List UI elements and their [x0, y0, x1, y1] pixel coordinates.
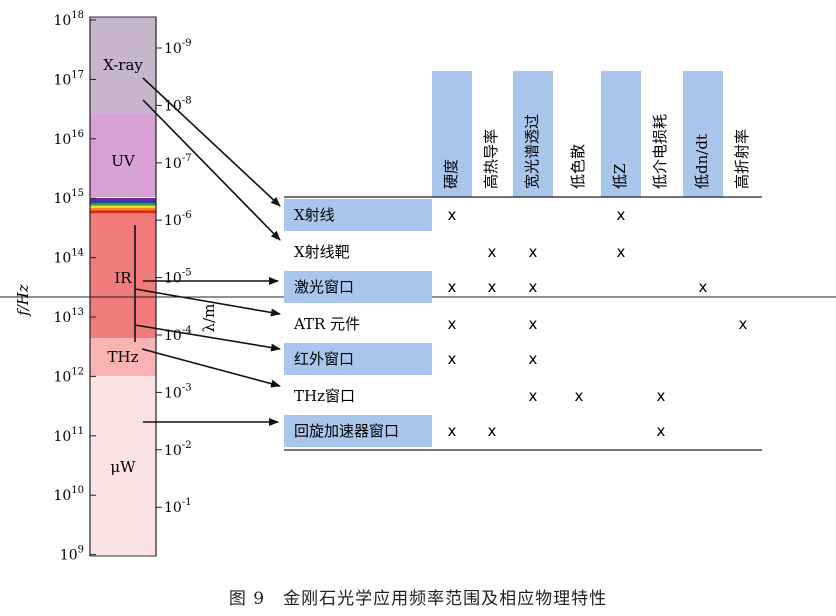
property-mark: x	[448, 206, 457, 224]
application-row-bg	[284, 415, 432, 447]
band-connectors	[134, 77, 281, 426]
visible-stripe	[90, 205, 156, 209]
property-column-label: 低dn/dt	[693, 134, 711, 189]
wavelength-axis-label: λ/m	[200, 304, 218, 333]
frequency-tick-label: 1016	[53, 129, 84, 148]
band-0	[90, 17, 156, 114]
frequency-axis-label: f/Hz	[14, 284, 32, 317]
figure-caption: 图 9 金刚石光学应用频率范围及相应物理特性	[228, 589, 608, 609]
arrow-ir-to-ir-window	[134, 324, 281, 352]
property-mark: x	[488, 278, 497, 296]
visible-stripe	[90, 203, 156, 206]
wavelength-tick-label: 10-5	[164, 268, 192, 287]
property-column-label: 低色散	[569, 144, 587, 189]
property-mark: x	[529, 387, 538, 405]
wavelength-tick-label: 10-3	[164, 382, 192, 401]
property-column-label: 高折射率	[733, 129, 751, 189]
band-1	[90, 114, 156, 197]
visible-stripe	[90, 210, 156, 214]
application-row-bg	[284, 343, 432, 375]
frequency-tick-label: 1015	[53, 188, 84, 207]
frequency-tick-label: 109	[60, 545, 84, 564]
property-column-header-bg	[601, 71, 641, 197]
property-mark: x	[529, 315, 538, 333]
arrow-thz-to-thz-window	[141, 348, 281, 388]
property-mark: x	[448, 315, 457, 333]
property-mark: x	[657, 387, 666, 405]
property-mark: x	[448, 278, 457, 296]
application-row-bg	[284, 271, 432, 303]
wavelength-tick-label: 10-9	[164, 38, 192, 57]
visible-light-stripes	[90, 198, 156, 214]
property-mark: x	[617, 243, 626, 261]
frequency-tick-label: 1017	[53, 69, 84, 88]
frequency-tick-label: 1018	[53, 10, 84, 29]
application-label: ATR 元件	[293, 315, 360, 333]
property-column-header-bg	[683, 71, 723, 197]
visible-stripe	[90, 198, 156, 201]
arrow-xray-to-xray	[142, 77, 281, 207]
property-column-label: 宽光谱透过	[523, 114, 541, 189]
property-mark: x	[617, 206, 626, 224]
property-mark: x	[529, 278, 538, 296]
property-mark: x	[488, 422, 497, 440]
frequency-tick-label: 1013	[53, 307, 84, 326]
arrow-ir-to-atr-element	[134, 288, 281, 317]
wavelength-tick-label: 10-6	[164, 210, 192, 229]
frequency-tick-label: 1011	[53, 426, 84, 445]
frequency-tick-label: 1014	[53, 248, 84, 267]
visible-stripe	[90, 200, 156, 204]
property-mark: x	[529, 350, 538, 368]
property-columns: 硬度 高热导率 宽光谱透过 低色散 低Z 低介电损耗 低dn/dt 高折射率	[432, 71, 751, 197]
band-label: X-ray	[103, 56, 143, 74]
property-mark: x	[448, 350, 457, 368]
arrow-xray-to-xray-target	[142, 99, 281, 241]
property-column-header-bg	[513, 71, 553, 197]
property-column-header-bg	[432, 71, 472, 197]
property-mark: x	[739, 315, 748, 333]
property-mark: x	[488, 243, 497, 261]
wavelength-tick-label: 10-7	[164, 153, 192, 172]
visible-stripe	[90, 208, 156, 211]
property-mark: x	[657, 422, 666, 440]
application-label: X射线	[294, 206, 335, 224]
property-mark: x	[529, 243, 538, 261]
band-4	[90, 376, 156, 556]
band-2	[90, 213, 156, 338]
band-label: μW	[110, 458, 136, 476]
application-label: 回旋加速器窗口	[294, 422, 399, 440]
band-label: UV	[111, 152, 136, 170]
property-column-label: 高热导率	[482, 129, 500, 189]
application-label: X射线靶	[294, 243, 350, 261]
property-column-label: 低Z	[611, 164, 629, 189]
application-row-bg	[284, 199, 432, 231]
application-label: 红外窗口	[294, 350, 354, 368]
property-mark: x	[575, 387, 584, 405]
property-mark: x	[699, 278, 708, 296]
band-3	[90, 338, 156, 376]
wavelength-tick-label: 10-4	[164, 325, 192, 344]
application-label: THz窗口	[294, 387, 355, 405]
property-column-label: 硬度	[442, 159, 460, 189]
property-column-label: 低介电损耗	[651, 114, 669, 189]
frequency-ticks: 1018 1017 1016 1015 1014 1013 1012 1011 1010 109	[53, 10, 96, 564]
application-label: 激光窗口	[294, 278, 354, 296]
property-mark: x	[448, 422, 457, 440]
frequency-tick-label: 1010	[53, 485, 84, 504]
band-label: THz	[108, 348, 139, 366]
wavelength-tick-label: 10-2	[164, 440, 192, 459]
band-label: IR	[114, 269, 132, 287]
wavelength-ticks: 10-910-810-710-610-510-410-310-210-1	[156, 38, 192, 516]
frequency-tick-label: 1012	[53, 366, 84, 385]
wavelength-tick-label: 10-1	[164, 497, 192, 516]
